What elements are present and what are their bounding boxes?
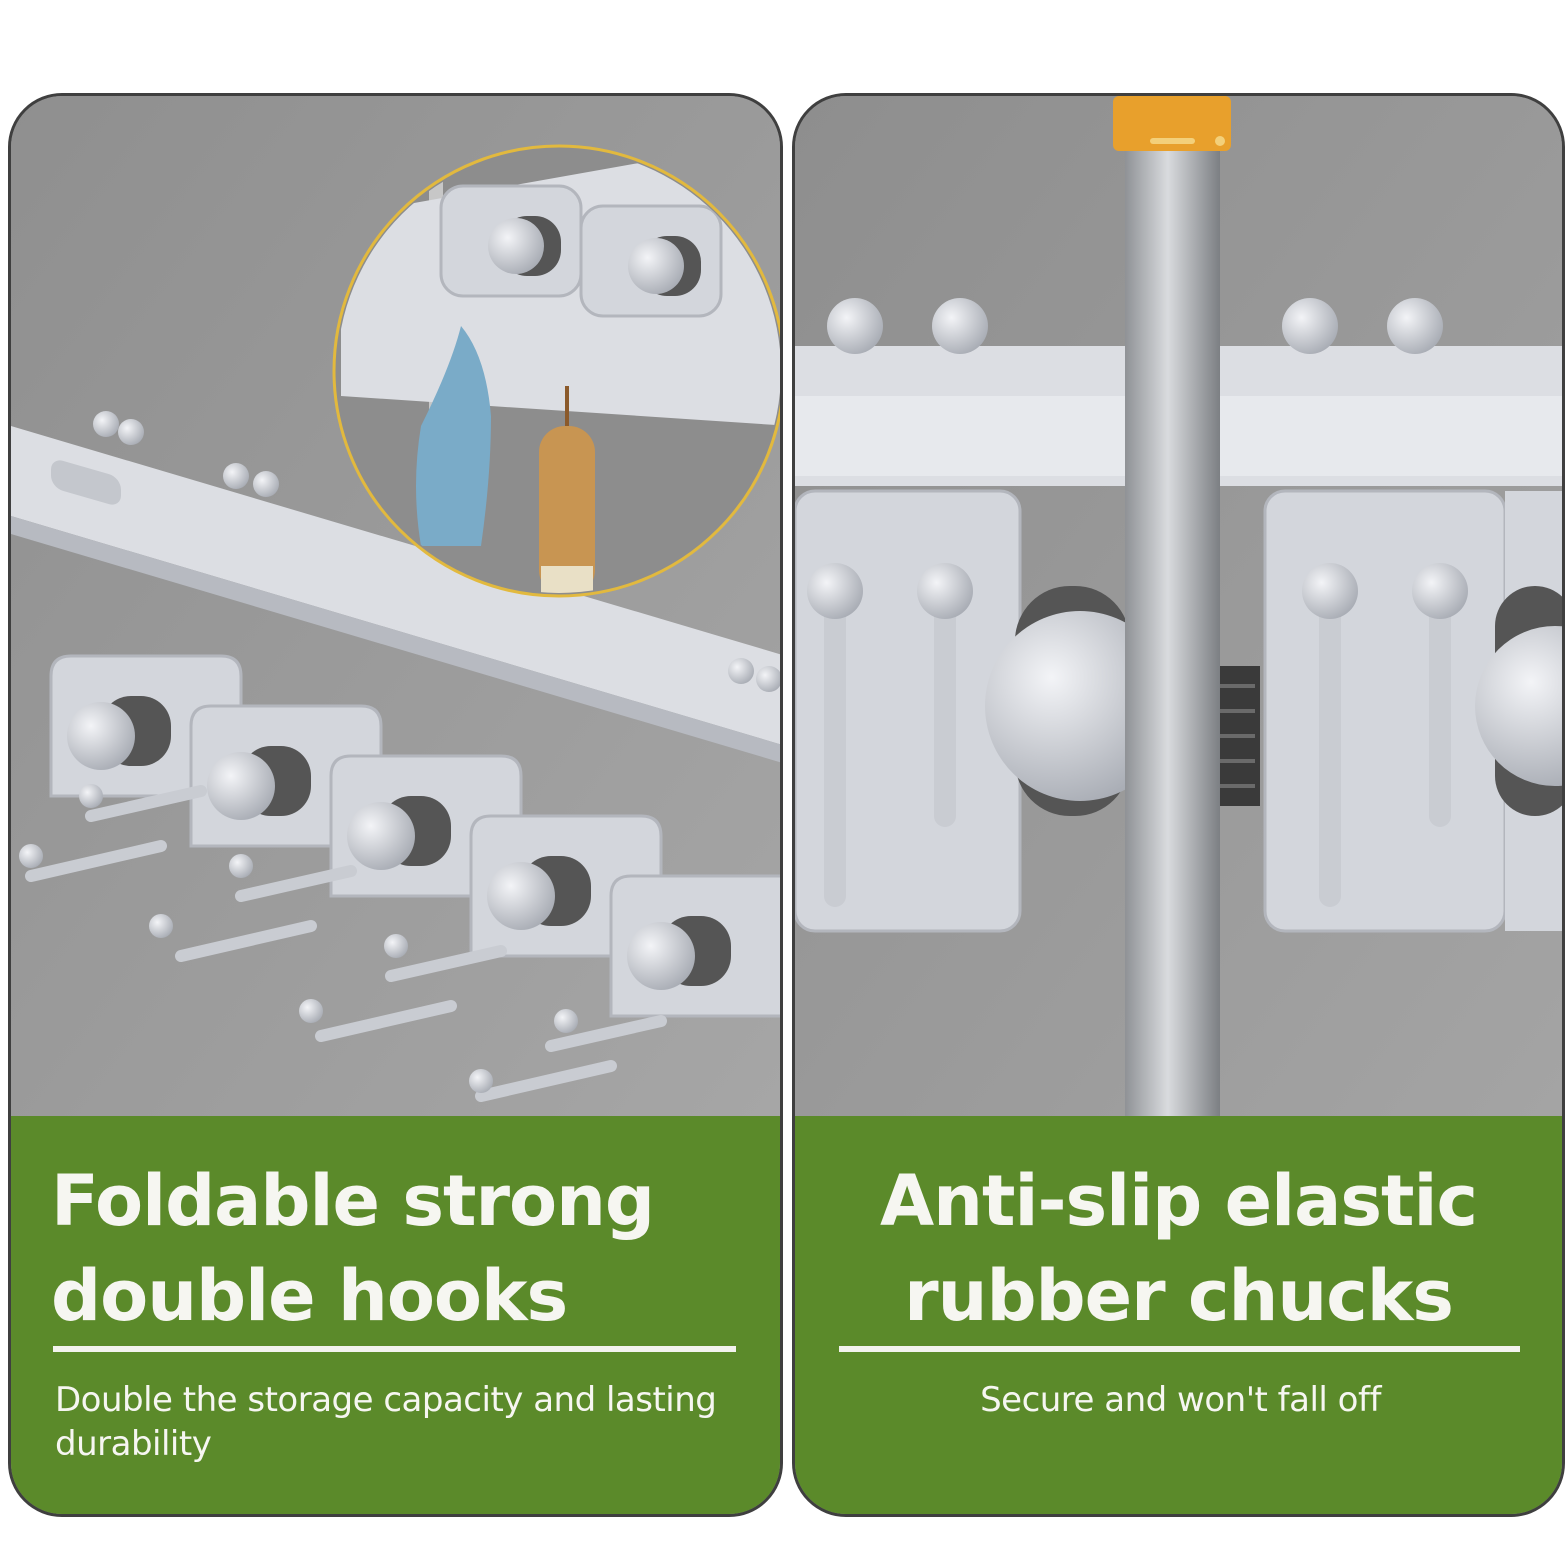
feature-subtitle: Double the storage capacity and lasting …: [55, 1380, 717, 1464]
text-panel: Foldable strong double hooks Double the …: [11, 1116, 780, 1514]
text-panel: Anti-slip elastic rubber chucks Secure a…: [795, 1116, 1562, 1514]
feature-title: Foldable strong double hooks: [51, 1160, 655, 1337]
mop-handle-chuck-icon: [795, 96, 1562, 1116]
hooks-rack-photo: [11, 96, 780, 1116]
wall-mounted-rack-icon: [11, 96, 780, 1116]
feature-subtitle: Secure and won't fall off: [980, 1380, 1381, 1420]
towel-brush-inset-icon: [332, 144, 780, 598]
rubber-chuck-photo: [795, 96, 1562, 1116]
feature-title: Anti-slip elastic rubber chucks: [880, 1160, 1478, 1337]
divider: [53, 1346, 736, 1352]
feature-card-chucks: Anti-slip elastic rubber chucks Secure a…: [792, 93, 1565, 1517]
feature-card-hooks: Foldable strong double hooks Double the …: [8, 93, 783, 1517]
divider: [839, 1346, 1520, 1352]
